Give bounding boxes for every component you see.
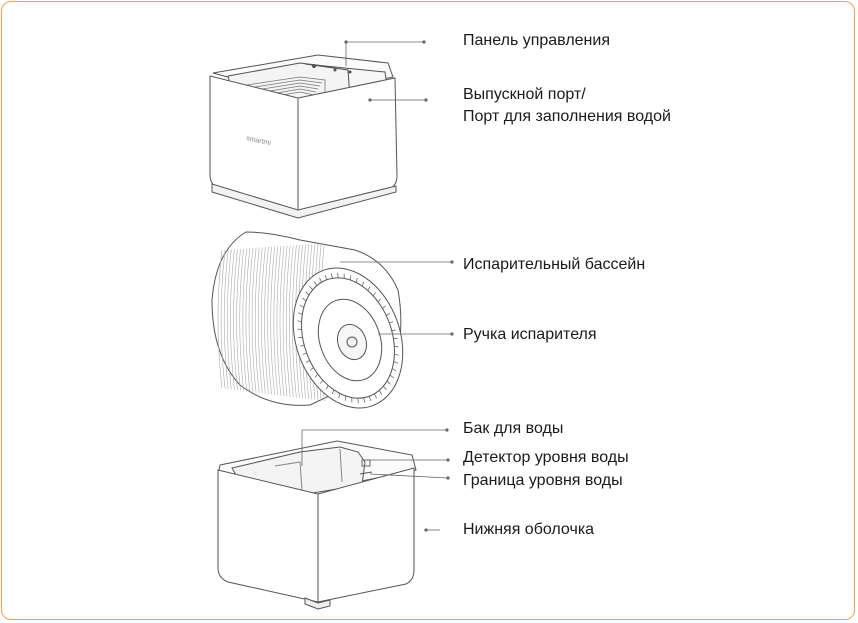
evaporator-tooth	[394, 345, 399, 348]
evaporator-tooth	[382, 305, 386, 309]
evaporator-tooth	[389, 321, 394, 324]
evaporator-tooth	[367, 286, 371, 291]
evaporator-rib	[285, 245, 291, 397]
evaporator-rib	[267, 246, 272, 395]
evaporator-tooth	[394, 353, 399, 356]
water-level-detector	[361, 459, 371, 467]
evaporator-tooth	[306, 360, 310, 363]
evaporator-rib	[273, 246, 279, 396]
evaporator-tooth	[338, 393, 341, 399]
evaporator-tooth	[331, 389, 335, 395]
evaporator-rib	[292, 245, 297, 398]
water-level-limit-mark	[359, 471, 373, 475]
evaporator-tooth	[392, 368, 397, 372]
evaporator-rib	[242, 248, 248, 392]
evaporator-tooth	[393, 361, 398, 364]
evaporator-tooth	[309, 285, 313, 291]
label-water-level-limit: Граница уровня воды	[463, 472, 623, 489]
evaporator-rib	[276, 246, 282, 396]
evaporator-tooth	[297, 320, 302, 323]
evaporator-rib	[217, 249, 223, 389]
evaporator-tooth	[368, 396, 372, 402]
evaporator-tooth	[383, 385, 387, 391]
evaporator-rib	[227, 249, 232, 390]
evaporator-handle	[336, 323, 368, 361]
evaporator-tooth	[386, 380, 391, 385]
panel-button	[348, 70, 352, 74]
evaporator-teeth	[297, 272, 399, 404]
panel-button	[312, 64, 316, 68]
label-bottom-shell: Нижняя оболочка	[463, 521, 595, 538]
evaporator-tooth	[302, 352, 307, 355]
evaporator-tooth	[319, 277, 322, 283]
evaporator-rib	[261, 247, 266, 394]
bottom-unit	[217, 440, 417, 610]
evaporator-rib	[270, 246, 275, 395]
evaporator-rib	[264, 246, 269, 395]
evaporator-rib	[236, 248, 241, 391]
evaporator-tooth	[297, 328, 302, 331]
evaporator-tooth	[337, 272, 339, 278]
evaporator-rib	[279, 245, 285, 397]
label-water-level-detector: Детектор уровня воды	[463, 449, 629, 466]
evaporator-tooth	[300, 344, 305, 347]
evaporator-tooth	[378, 390, 383, 395]
evaporator-tooth	[363, 397, 366, 403]
evaporator-tooth	[325, 385, 329, 390]
evaporator-rib	[223, 249, 229, 389]
evaporator-rib	[248, 247, 254, 393]
label-water-tank: Бак для воды	[463, 420, 564, 437]
label-filling-port: Порт для заполнения водой	[463, 108, 671, 125]
evaporator-tooth	[298, 312, 303, 315]
evaporator-tooth	[361, 281, 365, 287]
label-control-panel: Панель управления	[463, 32, 610, 49]
evaporator-tooth	[302, 297, 307, 302]
evaporator-rib	[220, 249, 226, 389]
evaporator-rib	[245, 248, 251, 392]
evaporator-rib	[289, 245, 294, 398]
evaporator-tooth	[324, 274, 328, 280]
evaporator-tooth	[313, 281, 318, 286]
evaporator-tooth	[330, 273, 333, 279]
evaporator-tooth	[386, 313, 390, 316]
evaporator-tooth	[374, 393, 377, 399]
evaporator-tooth	[305, 291, 310, 296]
evaporator	[211, 231, 404, 409]
evaporator-tooth	[314, 373, 319, 378]
evaporator-tooth	[320, 379, 324, 384]
evaporator-rib	[251, 247, 257, 393]
label-evaporator-pool: Испарительный бассейн	[463, 256, 646, 273]
evaporator-tooth	[391, 329, 396, 332]
label-evaporator-handle: Ручка испарителя	[463, 326, 597, 343]
evaporator-tooth	[372, 292, 376, 297]
evaporator-rib	[254, 247, 260, 393]
evaporator-tooth	[377, 298, 382, 303]
top-unit	[209, 54, 398, 219]
evaporator-tooth	[357, 398, 359, 404]
leader-lines	[301, 40, 454, 532]
evaporator-rib	[233, 248, 238, 391]
panel-button	[333, 68, 337, 72]
evaporator-tooth	[355, 277, 358, 283]
evaporator-rib	[230, 249, 235, 390]
label-outlet-port: Выпускной порт/	[463, 86, 586, 103]
evaporator-tooth	[299, 304, 304, 308]
evaporator-tooth	[310, 367, 314, 371]
evaporator-rib	[258, 247, 263, 394]
evaporator-tooth	[389, 374, 394, 379]
evaporator-rib	[239, 248, 244, 391]
evaporator-rib	[282, 245, 288, 397]
